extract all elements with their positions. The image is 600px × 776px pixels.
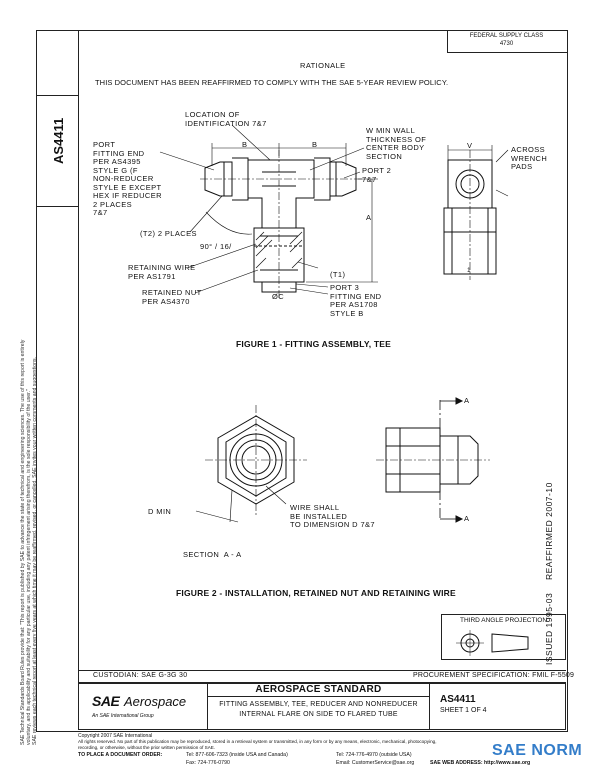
section-arrow-a-bottom: A <box>464 514 470 523</box>
figure2-caption: FIGURE 2 - INSTALLATION, RETAINED NUT AN… <box>176 588 456 598</box>
sae-logo-mark: SAE <box>92 693 120 709</box>
figure1-caption: FIGURE 1 - FITTING ASSEMBLY, TEE <box>236 339 392 349</box>
label-retaining-wire: RETAINING WIRE PER AS1791 <box>128 263 196 281</box>
label-t1: (T1) <box>330 270 346 279</box>
label-port2: PORT 2 7&7 <box>362 166 392 184</box>
dim-v: V <box>467 141 473 150</box>
custodian-row <box>78 670 566 684</box>
tee-right-port <box>329 161 357 197</box>
label-wall-thickness: W MIN WALL THICKNESS OF CENTER BODY SECT… <box>366 126 427 161</box>
federal-supply-class-value: 4730 <box>499 41 514 47</box>
label-angle: 90° / 16/ <box>200 242 232 251</box>
sae-norm-watermark: SAE NORM <box>492 742 583 759</box>
title-block-doc-number: AS4411 <box>440 694 476 705</box>
label-across-wrench-pads: ACROSS WRENCH PADS <box>511 145 548 171</box>
label-t2: (T2) 2 PLACES <box>140 229 197 238</box>
sae-logo-subtitle: An SAE International Group <box>92 713 154 719</box>
label-port3: PORT 3 FITTING END PER AS1708 STYLE B <box>330 283 382 318</box>
federal-supply-class-label: FEDERAL SUPPLY CLASS <box>469 33 544 39</box>
tee-bottom-nut <box>253 227 305 283</box>
procurement-text: PROCUREMENT SPECIFICATION: FMIL F-5509 <box>413 672 575 679</box>
footer-order-label: TO PLACE A DOCUMENT ORDER: <box>78 752 163 758</box>
custodian-text: CUSTODIAN: SAE G-3G 30 <box>93 672 188 679</box>
tee-body <box>247 159 315 229</box>
label-section-a-a: SECTION A - A <box>183 550 242 559</box>
tee-left-port <box>204 161 233 197</box>
footer-tel-outside: Tel: 724-776-4970 (outside USA) <box>336 752 412 758</box>
footer-rights-2: recording, or otherwise, without the pri… <box>78 745 216 750</box>
footer-email: Email: CustomerService@sae.org <box>336 760 415 766</box>
label-location-identification: LOCATION OF IDENTIFICATION 7&7 <box>185 110 267 128</box>
document-title-line2: INTERNAL FLARE ON SIDE TO FLARED TUBE <box>239 711 398 718</box>
left-strip <box>36 30 79 730</box>
port-number-1: 1 <box>467 267 472 274</box>
footer-web: SAE WEB ADDRESS: http://www.sae.org <box>430 760 531 766</box>
rationale-text: THIS DOCUMENT HAS BEEN REAFFIRMED TO COM… <box>95 78 449 87</box>
footer-tel-inside: Tel: 877-606-7323 (inside USA and Canada… <box>186 752 288 758</box>
label-retained-nut: RETAINED NUT PER AS4370 <box>142 288 202 306</box>
footer-copyright: Copyright 2007 SAE International <box>78 733 153 739</box>
title-block-doc-cell <box>429 682 566 730</box>
projection-label: THIRD ANGLE PROJECTION <box>459 617 548 624</box>
title-standard-divider <box>207 696 430 697</box>
sae-logo-aerospace: Aerospace <box>124 694 187 709</box>
drawing-frame <box>36 30 568 732</box>
label-wire-shall: WIRE SHALL BE INSTALLED TO DIMENSION D 7… <box>290 503 375 529</box>
section-arrow-a-top: A <box>464 396 470 405</box>
dim-b-right: B <box>312 140 318 149</box>
doc-number-box <box>36 95 78 207</box>
title-block-sheet: SHEET 1 OF 4 <box>440 707 487 714</box>
label-d-min: D MIN <box>148 507 172 516</box>
dim-c: ØC <box>272 292 285 301</box>
dim-b-left: B <box>242 140 248 149</box>
dim-a: A <box>366 213 372 222</box>
footer-fax: Fax: 724-776-0790 <box>186 760 230 766</box>
rationale-title: RATIONALE <box>300 61 346 70</box>
aerospace-standard-title: AEROSPACE STANDARD <box>255 684 382 695</box>
document-title-line1: FITTING ASSEMBLY, TEE, REDUCER AND NONRE… <box>219 701 418 708</box>
footer-rights: All rights reserved. No part of this pub… <box>78 739 437 744</box>
projection-box <box>441 614 566 660</box>
federal-supply-class-box <box>447 30 567 53</box>
label-port1-fitting-end: PORT FITTING END PER AS4395 STYLE G (F N… <box>93 140 162 217</box>
